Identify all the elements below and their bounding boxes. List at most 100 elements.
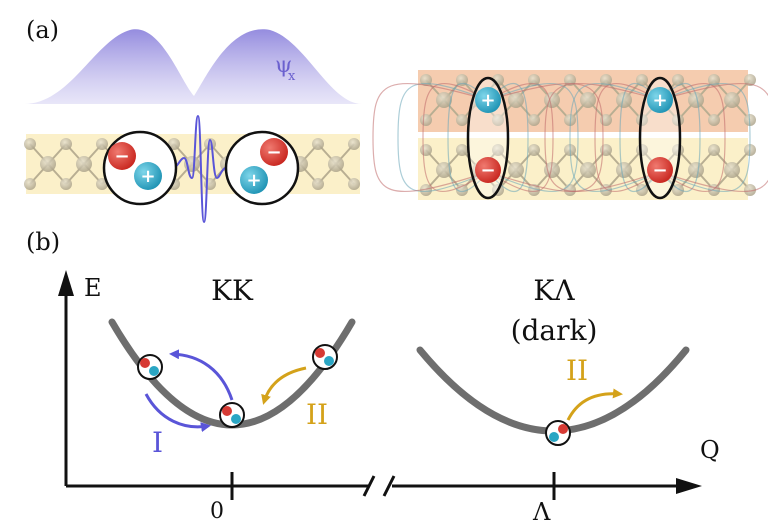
lattice-atom (688, 162, 704, 178)
dipole-field-lines (372, 82, 768, 193)
lattice-atom (420, 114, 432, 126)
lattice-atom (24, 138, 36, 150)
field-line (487, 82, 604, 193)
lattice-atom (436, 162, 452, 178)
lattice-atom (616, 92, 632, 108)
lattice-atom (492, 144, 504, 156)
lattice-atom (168, 138, 180, 150)
interlayer-exciton-left: + − (466, 76, 510, 200)
psi-subscript: x (288, 69, 296, 84)
lattice-atom (508, 92, 524, 108)
lattice-atom (724, 92, 740, 108)
lattice-atom (96, 178, 108, 190)
lattice-atom (312, 178, 324, 190)
lattice-atom (420, 144, 432, 156)
momentum-axis-label: Q (700, 436, 720, 464)
field-line (372, 82, 489, 193)
wavefunction-envelope (24, 29, 362, 104)
lattice-atom (744, 184, 756, 196)
lattice-atom (24, 178, 36, 190)
electron-sign: − (266, 142, 281, 163)
lattice-atom (580, 162, 596, 178)
exciton-kk-minimum (219, 402, 245, 428)
lattice-atom (76, 156, 92, 172)
lattice-atom (580, 92, 596, 108)
exciton-kk-right (312, 344, 338, 370)
process-two-arrow (261, 366, 307, 405)
field-line (569, 82, 661, 193)
lattice-atom (528, 144, 540, 156)
field-line (619, 82, 661, 193)
panel-a-label: (a) (26, 16, 59, 44)
lattice-atom (420, 74, 432, 86)
energy-axis-label: E (84, 274, 102, 302)
hole-sign: + (140, 166, 155, 187)
axis-break-mark (362, 475, 376, 497)
lattice-atom (456, 114, 468, 126)
field-line (659, 83, 726, 192)
process-one-arrow-down (144, 393, 211, 433)
interlayer-wave-packet (171, 114, 229, 224)
tick-zero-label: 0 (210, 499, 224, 524)
electron-sign: − (480, 160, 495, 181)
field-line (447, 82, 489, 193)
lattice-atom (436, 92, 452, 108)
electron-sign: − (652, 160, 667, 181)
interlayer-exciton-right: + − (638, 76, 682, 200)
process-one-arrow-up (169, 349, 234, 401)
lattice-atom (528, 114, 540, 126)
field-line (397, 82, 489, 193)
process-one-label: I (152, 426, 163, 459)
field-line (659, 82, 768, 193)
lattice-atom (348, 178, 360, 190)
lattice-atom (456, 144, 468, 156)
exciton-kk-left (137, 354, 163, 380)
energy-axis-arrowhead (58, 270, 74, 296)
field-line (594, 83, 661, 192)
psi-label: ψ (275, 53, 292, 78)
electron-sign: − (114, 146, 129, 167)
field-line (659, 82, 701, 193)
lattice-atom (708, 74, 720, 86)
lattice-atom (708, 114, 720, 126)
lattice-atom (40, 156, 56, 172)
lattice-atom (508, 162, 524, 178)
lattice-atom (544, 162, 560, 178)
exciton-klambda-minimum (545, 420, 571, 446)
lattice-atom (420, 184, 432, 196)
field-line (422, 83, 489, 192)
intralayer-exciton-left: − + (102, 130, 178, 206)
lattice-atom (60, 138, 72, 150)
lattice-atom (528, 184, 540, 196)
hole-sign: + (246, 170, 261, 191)
lattice-atom (600, 74, 612, 86)
lattice-atom (96, 138, 108, 150)
lattice-atom (60, 178, 72, 190)
hole-sign: + (480, 90, 495, 111)
lattice-atom (724, 162, 740, 178)
momentum-axis-arrowhead (676, 478, 702, 494)
field-line (487, 82, 579, 193)
intralayer-exciton-right: − + (224, 130, 300, 206)
process-two-label: II (306, 398, 328, 431)
axis-break-mark (382, 475, 396, 497)
valley-klambda-label: KΛ (533, 274, 575, 307)
lattice-atom (616, 162, 632, 178)
lattice-atom (672, 74, 684, 86)
process-two-right-label: II (566, 354, 588, 387)
hole-sign: + (652, 90, 667, 111)
field-line (659, 82, 751, 193)
lattice-atom (312, 138, 324, 150)
lattice-atom (204, 138, 216, 150)
lattice-atom (744, 74, 756, 86)
lattice-atom (348, 138, 360, 150)
process-two-right-arrow (566, 388, 623, 421)
lattice-atom (492, 114, 504, 126)
tick-lambda-label: Λ (532, 498, 551, 526)
klambda-dispersion (416, 346, 690, 435)
lattice-atom (708, 144, 720, 156)
lattice-atom (456, 74, 468, 86)
field-line (487, 83, 554, 192)
lattice-atom (328, 156, 344, 172)
